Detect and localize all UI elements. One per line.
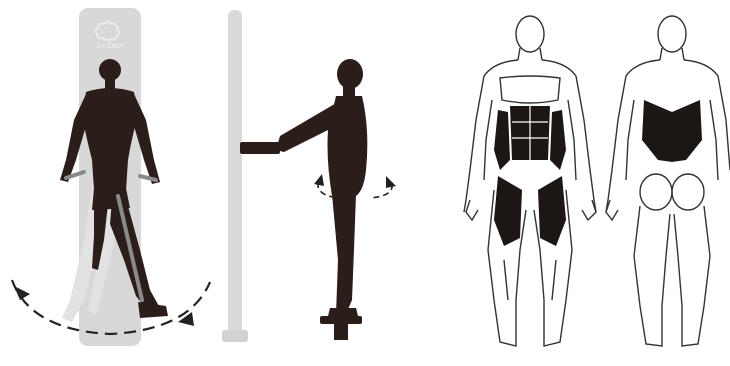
board-logo-text: Le Duet xyxy=(97,41,124,50)
highlight-back xyxy=(642,100,702,162)
handle xyxy=(240,142,280,154)
step-post xyxy=(334,324,348,340)
twist-side-panel xyxy=(222,10,396,342)
arrow-head-left-icon xyxy=(314,174,324,186)
arrow-head-right-icon xyxy=(178,312,194,326)
muscles-front-panel xyxy=(464,16,596,346)
twist-front-panel: Le Duet xyxy=(12,8,210,346)
step-platform xyxy=(320,316,362,324)
muscles-back-panel xyxy=(606,16,730,346)
arrow-head-left-icon xyxy=(14,286,30,300)
pole-base xyxy=(222,330,248,342)
arrow-head-right-icon xyxy=(386,176,396,188)
pole xyxy=(228,10,242,338)
side-figure xyxy=(276,59,367,316)
